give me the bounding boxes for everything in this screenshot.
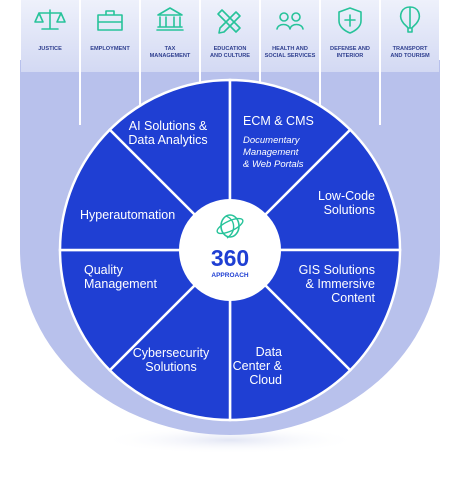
shield-icon	[338, 7, 362, 34]
segment-slice	[228, 78, 352, 254]
segment-title: ECM & CMS	[243, 114, 314, 128]
segment-slice	[226, 248, 402, 372]
segment-title: Solutions	[324, 203, 375, 217]
tab-label: INTERIOR	[337, 53, 364, 59]
segment-title: Solutions	[145, 360, 196, 374]
briefcase-icon	[97, 10, 123, 31]
wheel-segment-1: AI Solutions &Data Analytics	[108, 78, 232, 254]
segment-slice	[228, 246, 352, 422]
tab-background	[201, 0, 259, 72]
scales-icon	[34, 9, 66, 30]
segment-title: Cybersecurity	[133, 346, 210, 360]
tab-label: AND TOURISM	[390, 53, 430, 59]
segment-slice	[108, 78, 232, 254]
pencil-ruler-icon	[217, 9, 241, 34]
segment-title: Hyperautomation	[80, 208, 175, 222]
segment-title: Data	[256, 345, 282, 359]
service-wheel: AI Solutions &Data Analytics ECM & CMS Doc…	[58, 78, 402, 422]
sector-tab-1: JUSTICE	[21, 0, 79, 72]
segment-slice	[226, 128, 402, 252]
bank-building-icon	[156, 7, 184, 31]
tab-label: EDUCATION	[214, 46, 247, 52]
tab-background	[141, 0, 199, 72]
tab-label: EMPLOYMENT	[90, 46, 130, 52]
sector-tab-2: EMPLOYMENT	[79, 0, 139, 125]
tab-label: MANAGEMENT	[150, 53, 191, 59]
segment-title: Cloud	[249, 373, 282, 387]
segment-slice	[108, 246, 232, 422]
tab-background	[261, 0, 319, 72]
balloon-icon	[399, 6, 421, 33]
tab-label: TAX	[165, 46, 176, 52]
segment-title: Low-Code	[318, 189, 375, 203]
segment-title: & Immersive	[306, 277, 376, 291]
tab-background	[81, 0, 139, 72]
segment-slice	[58, 128, 234, 252]
segment-title: Data Analytics	[128, 133, 207, 147]
tab-label: HEALTH AND	[272, 46, 308, 52]
center-circle	[179, 199, 281, 301]
tab-label: DEFENSE AND	[330, 46, 370, 52]
tab-label: SOCIAL SERVICES	[265, 53, 316, 59]
wheel-segment-8: Hyperautomation	[58, 128, 234, 252]
segment-title: Content	[331, 291, 375, 305]
segment-title: AI Solutions &	[129, 119, 208, 133]
tab-label: AND CULTURE	[210, 53, 250, 59]
segment-title: GIS Solutions	[299, 263, 375, 277]
segment-slice	[58, 248, 234, 372]
center-label: APPROACH	[211, 272, 249, 279]
tab-label: TRANSPORT	[393, 46, 428, 52]
people-icon	[276, 12, 304, 30]
segment-title: Management	[84, 277, 157, 291]
globe-orbit-icon	[216, 214, 244, 239]
segment-title: Center &	[233, 359, 283, 373]
tab-label: JUSTICE	[38, 46, 62, 52]
segment-subtitle: Documentary	[243, 135, 301, 146]
tab-background	[321, 0, 379, 72]
segment-subtitle: Management	[243, 147, 299, 158]
center-badge: 360 APPROACH	[179, 199, 281, 301]
segment-title: Quality	[84, 263, 124, 277]
bottom-shadow	[100, 426, 360, 454]
segment-subtitle: & Web Portals	[243, 159, 304, 170]
center-number: 360	[211, 245, 249, 271]
